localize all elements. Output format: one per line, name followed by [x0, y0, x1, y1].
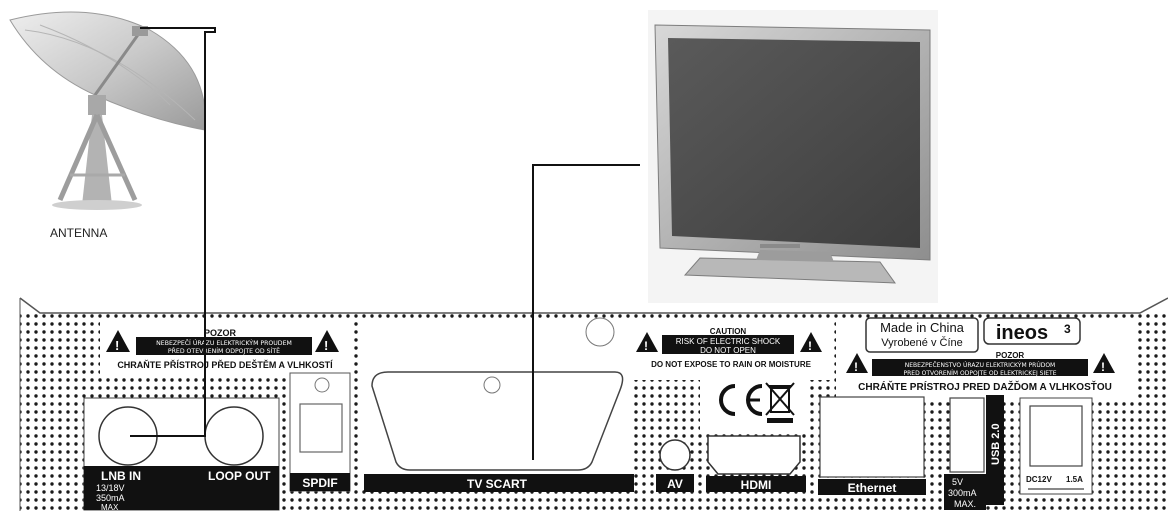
caution-footer: DO NOT EXPOSE TO RAIN OR MOISTURE	[651, 360, 812, 369]
made-in-line1: Made in China	[880, 320, 965, 335]
svg-text:!: !	[1101, 360, 1105, 374]
svg-text:!: !	[644, 339, 648, 353]
hdmi-label: HDMI	[741, 478, 772, 492]
svg-text:!: !	[324, 338, 328, 353]
dc-label: DC12V	[1026, 475, 1052, 484]
tv-scart-port-block: TV SCART	[364, 372, 634, 492]
usb-port[interactable]	[950, 398, 984, 472]
lnb-spec-current: 350mA	[96, 493, 125, 503]
warning-line1: NEBEZPEČENSTVO ÚRAZU ELEKTRICKÝM PRÚDOM	[905, 362, 1055, 369]
usb-label: USB 2.0	[990, 423, 1002, 465]
usb-spec-current: 300mA	[948, 488, 977, 498]
warning-footer: CHRÁŇTE PRÍSTROJ PRED DAŽĎOM A VLHKOSŤOU	[858, 380, 1112, 393]
antenna-label: ANTENNA	[50, 226, 107, 240]
warning-title: POZOR	[996, 351, 1025, 360]
tv-icon	[648, 10, 938, 303]
spdif-port[interactable]	[300, 404, 342, 452]
warning-line2: PŘED OTEVŘENÍM ODPOJTE OD SÍTĚ	[168, 346, 280, 355]
svg-text:!: !	[808, 339, 812, 353]
tv-scart-label: TV SCART	[467, 477, 528, 491]
made-in-line2: Vyrobené v Číne	[881, 336, 963, 349]
antenna-icon	[10, 12, 205, 210]
caution-title: CAUTION	[710, 327, 747, 336]
ethernet-port[interactable]	[820, 397, 924, 477]
caution-line1: RISK OF ELECTRIC SHOCK	[676, 337, 781, 346]
usb-spec-voltage: 5V	[952, 477, 963, 487]
hdmi-port[interactable]	[708, 436, 800, 474]
dc-power-port-block: DC12V 1.5A	[1020, 398, 1092, 494]
lnb-spec-voltage: 13/18V	[96, 483, 125, 493]
loop-out-port[interactable]	[205, 407, 263, 465]
svg-text:!: !	[115, 338, 119, 353]
dc-power-port[interactable]	[1030, 406, 1082, 466]
lnb-port-block: LNB IN 13/18V 350mA MAX LOOP OUT	[84, 398, 279, 511]
dc-current-label: 1.5A	[1066, 475, 1083, 484]
brand-logo: ineos 3	[984, 318, 1080, 344]
hdmi-port-block: HDMI	[706, 436, 806, 492]
warning-title: POZOR	[204, 328, 237, 338]
usb-port-block: USB 2.0 5V 300mA MAX.	[944, 395, 1004, 510]
lnb-spec-max: MAX	[101, 503, 119, 511]
warning-footer: CHRAŇTE PŘÍSTROJ PŘED DEŠTĚM A VLHKOSTÍ	[117, 359, 333, 370]
brand-superscript: 3	[1064, 322, 1071, 336]
lnb-in-label: LNB IN	[101, 469, 141, 483]
ethernet-label: Ethernet	[848, 481, 897, 495]
spdif-label: SPDIF	[302, 476, 337, 490]
usb-spec-max: MAX.	[954, 499, 976, 509]
ethernet-port-block: Ethernet	[818, 397, 926, 495]
warning-line2: PRED OTVORENÍM ODPOJTE OD ELEKTRICKEJ SI…	[904, 370, 1057, 377]
av-label: AV	[667, 477, 683, 491]
made-in-label: Made in China Vyrobené v Číne	[866, 318, 978, 352]
warning-line1: NEBEZPEČÍ ÚRAZU ELEKTRICKÝM PROUDEM	[156, 338, 292, 347]
caution-line2: DO NOT OPEN	[700, 346, 756, 355]
svg-text:!: !	[854, 360, 858, 374]
spdif-port-block: SPDIF	[290, 373, 350, 491]
brand-name: ineos	[996, 322, 1048, 344]
loop-out-label: LOOP OUT	[208, 469, 271, 483]
av-port[interactable]	[660, 440, 690, 470]
